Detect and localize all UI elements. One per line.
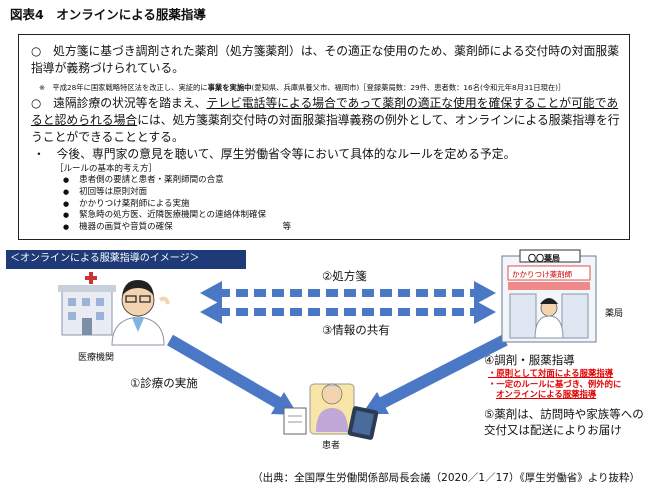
clinic-label: 医療機関 (78, 353, 115, 363)
red-line-3: オンラインによる服薬指導 (496, 389, 597, 399)
rule-item: 機器の画質や音質の確保 等 (63, 222, 291, 234)
info-share-label: ③情報の共有 (322, 323, 390, 337)
dispense-label: ④調剤・服薬指導 (484, 353, 575, 367)
prescription-arrow (200, 281, 496, 305)
rules-list: 患者側の要請と患者・薬剤師間の合意 初回等は原則対面 かかりつけ薬剤師による実施… (63, 175, 291, 234)
note-prefix: ※ 平成28年に国家戦略特区法を改正し、実証的に (39, 83, 208, 92)
diagram-banner: ＜オンラインによる服薬指導のイメージ＞ (6, 250, 246, 268)
bullet2-start: ○ 遠隔診療の状況等を踏まえ、 (31, 96, 207, 110)
bullet-obligation: ○ 処方箋に基づき調剤された薬剤（処方箋薬剤）は、その適正な使用のため、薬剤師に… (31, 44, 619, 75)
rules-heading: ［ルールの基本的考え方］ (55, 164, 158, 174)
rule-item: 患者側の要請と患者・薬剤師間の合意 (63, 175, 291, 187)
dispense-arrow (362, 334, 508, 414)
source-citation: （出典：全国厚生労働関係部局長会議（2020／1／17）《厚生労働省》より抜粋） (252, 472, 640, 484)
pharmacy-icon (501, 249, 597, 343)
bullet2-end: には、処方箋薬剤交付時の対面服薬指導義務の例外として、オンラインによる服薬指導を… (31, 113, 620, 144)
pharmacy-label: 薬局 (605, 309, 624, 319)
patient-icon (309, 383, 355, 435)
bullet-future-rules: ・ 今後、専門家の意見を聴いて、厚生労働省令等において具体的なルールを定める予定… (33, 147, 516, 161)
pharmacy-banner: かかりつけ薬剤師 (512, 270, 573, 279)
bullet2-underlined: テレビ電話等による場合であって薬剤の適正な使用を確保することが可能であると認めら… (31, 96, 619, 127)
banner-underline (6, 268, 246, 269)
patient-label: 患者 (322, 441, 341, 451)
summary-box: ○ 処方箋に基づき調剤された薬剤（処方箋薬剤）は、その適正な使用のため、薬剤師に… (18, 34, 630, 240)
rule-item: かかりつけ薬剤師による実施 (63, 199, 291, 211)
delivery-note: ⑤薬剤は、訪問時や家族等への交付又は配送によりお届け (484, 407, 644, 437)
rule-item: 初回等は原則対面 (63, 187, 291, 199)
consult-label: ①診療の実施 (130, 376, 198, 390)
red-line-1: ・原則として対面による服薬指導 (488, 368, 614, 378)
note-special-zone: ※ 平成28年に国家戦略特区法を改正し、実証的に事業を実施中(愛知県、兵庫県養父… (39, 83, 623, 93)
red-line-2: ・一定のルールに基づき、例外的に (488, 378, 622, 389)
rule-item: 緊急時の処方医、近隣医療機関との連絡体制確保 (63, 210, 291, 222)
note-bold: 事業を実施中 (207, 83, 252, 92)
figure-title: 図表4 オンラインによる服薬指導 (10, 7, 206, 22)
medicine-paper-icon (283, 407, 307, 435)
rule-item-text: 機器の画質や音質の確保 (79, 222, 173, 233)
rules-etc: 等 (282, 222, 292, 233)
tablet-icon (347, 406, 379, 440)
doctor-icon (111, 280, 170, 346)
info-share-arrow (200, 300, 496, 324)
bullet-exception: ○ 遠隔診療の状況等を踏まえ、テレビ電話等による場合であって薬剤の適正な使用を確… (31, 95, 623, 146)
clinic-building-icon (58, 272, 116, 336)
pharmacy-sign: 〇〇薬局 (528, 254, 560, 263)
prescription-label: ②処方箋 (322, 269, 367, 283)
red-notes: ・原則として対面による服薬指導 ・一定のルールに基づき、例外的に オンラインによ… (488, 368, 621, 400)
note-suffix: (愛知県、兵庫県養父市、福岡市)［登録薬局数：29件、患者数：16名(令和元年8… (251, 83, 566, 92)
